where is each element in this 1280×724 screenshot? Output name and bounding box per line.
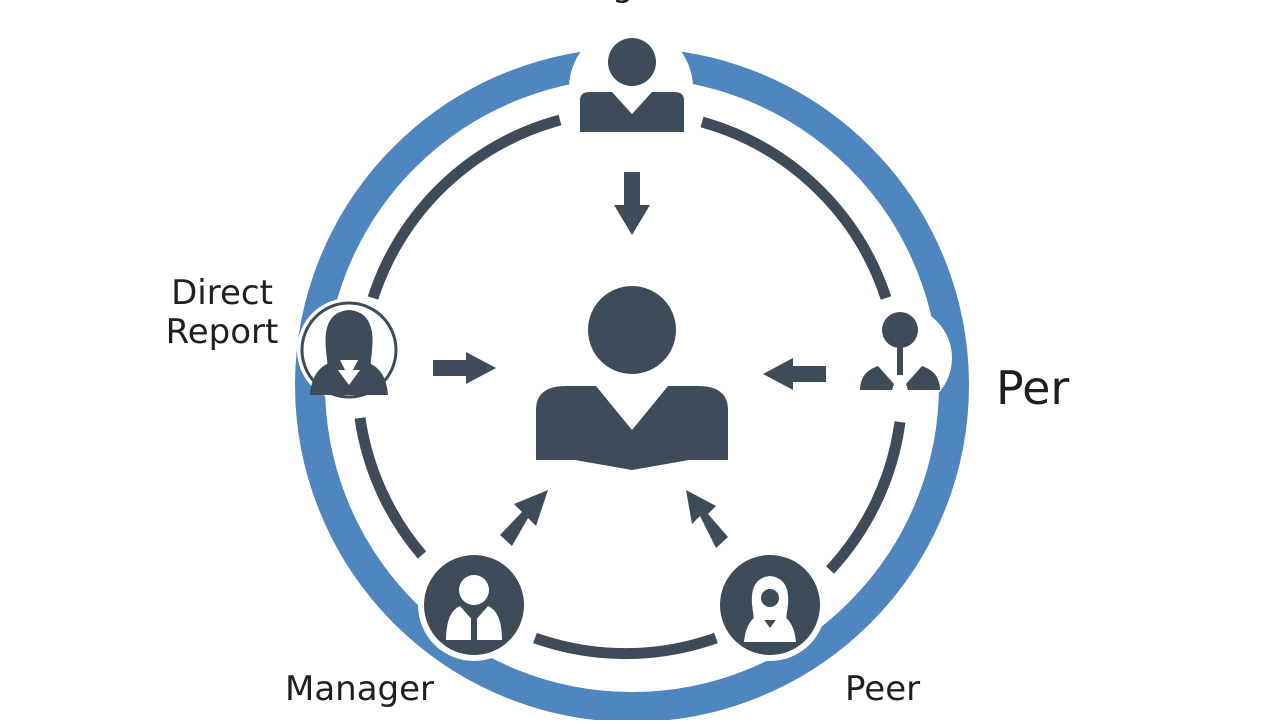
inner-ring-segment-bottom [533,632,718,660]
per-person-icon [860,312,940,390]
arrow-bottom-left-up [500,490,548,546]
manager-man-icon [424,555,524,655]
top-label: g [612,0,634,5]
manager-label: Manager [285,669,435,709]
direct-report-label-line1: Direct [171,273,273,313]
direct-report-label: Direct Report [163,273,281,353]
peer-label: Peer [845,669,921,709]
per-label: Per [996,361,1070,415]
inner-ring-segment-left [354,417,427,559]
direct-report-woman-icon [300,301,398,399]
businessman-icon [580,38,684,132]
feedback-arrows [433,172,826,548]
arrow-left-right [433,352,496,384]
arrow-top-down [614,172,650,235]
arrow-right-left [763,358,826,390]
inner-ring-segment-top-right [700,116,892,300]
arrow-bottom-right-up [686,490,728,548]
peer-woman-icon [720,555,820,655]
inner-ring-segment-top-left [367,114,562,300]
inner-ring-segment-right [825,421,906,574]
direct-report-label-line2: Report [165,312,279,353]
inner-ring-segments [354,114,906,660]
center-person-icon [536,286,728,470]
